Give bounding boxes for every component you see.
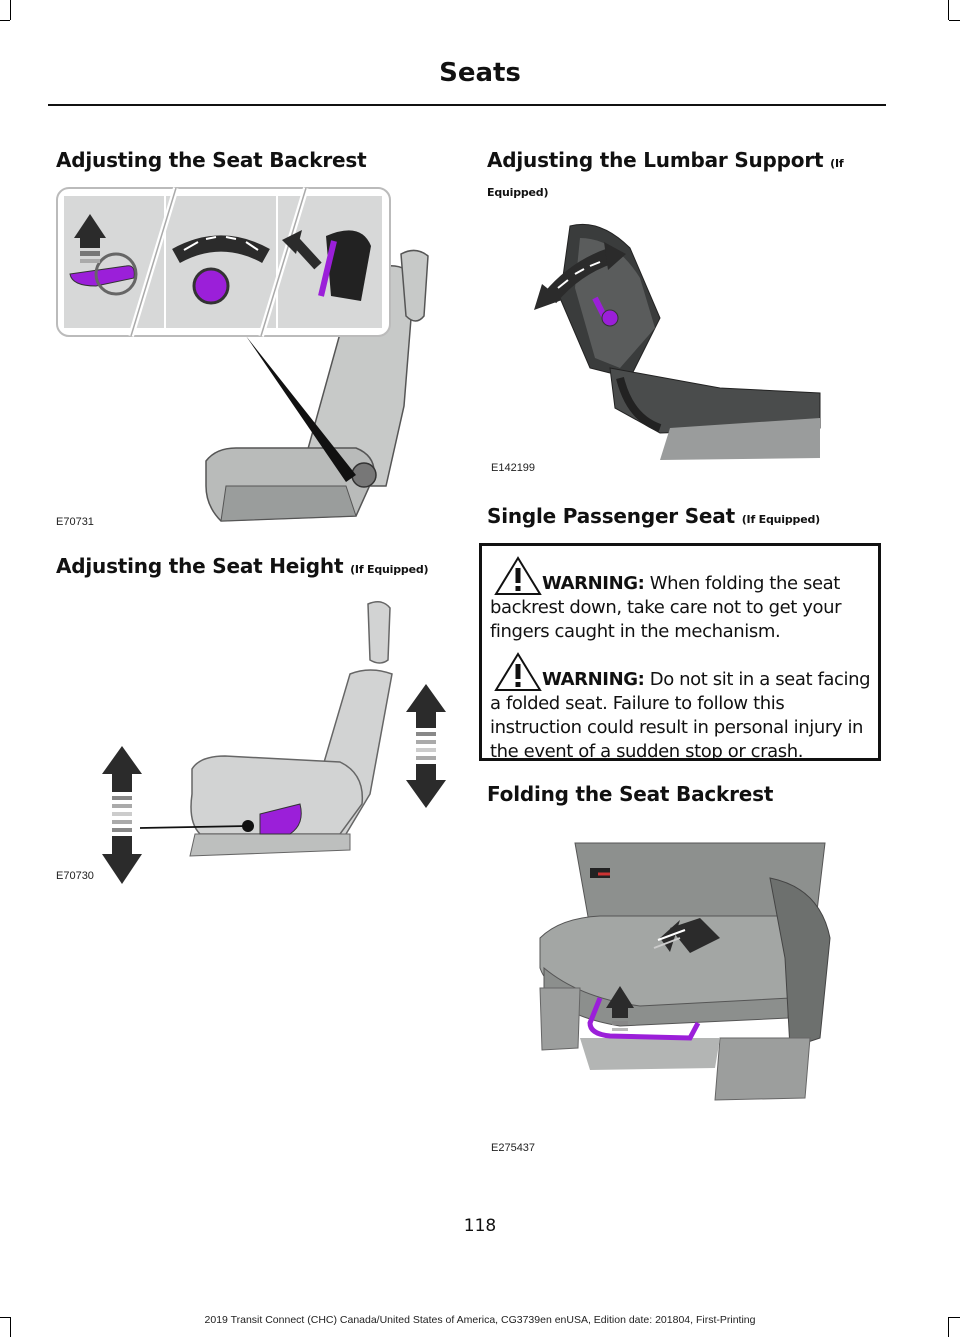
figure-id-backrest: E70731 bbox=[56, 516, 94, 528]
crop-mark-top-right bbox=[948, 0, 949, 20]
figure-id-lumbar: E142199 bbox=[491, 462, 536, 474]
lumbar-arrow-icon bbox=[534, 242, 626, 310]
warning-triangle-icon bbox=[494, 556, 542, 595]
folding-figure bbox=[520, 838, 840, 1138]
lift-arrow-icon bbox=[606, 986, 634, 1031]
lumbar-figure bbox=[520, 218, 840, 468]
seat-illustration bbox=[559, 223, 821, 460]
recline-arrow-icon bbox=[282, 230, 322, 270]
crop-mark-bottom-left bbox=[10, 1317, 11, 1337]
header-rule bbox=[48, 104, 886, 106]
height-heading: Adjusting the Seat Height (If Equipped) bbox=[56, 554, 429, 578]
crop-mark-bottom-right bbox=[948, 1317, 949, 1337]
crop-mark-bottom-right-h bbox=[949, 1317, 960, 1318]
up-arrow-icon bbox=[74, 214, 106, 263]
folding-heading: Folding the Seat Backrest bbox=[487, 782, 774, 806]
seat-illustration bbox=[139, 601, 393, 857]
page-title: Seats bbox=[439, 58, 521, 88]
lumbar-heading: Adjusting the Lumbar Support (If Equippe… bbox=[487, 148, 844, 199]
crop-mark-bottom-left-h bbox=[0, 1317, 10, 1318]
figure-id-height: E70730 bbox=[56, 870, 94, 882]
crop-mark-top-right-h bbox=[949, 20, 960, 21]
backrest-figure bbox=[56, 186, 448, 526]
crop-mark-top-left bbox=[10, 0, 11, 20]
page-number: 118 bbox=[463, 1216, 497, 1236]
footer: 2019 Transit Connect (CHC) Canada/United… bbox=[204, 1314, 756, 1326]
push-back-arrow-icon bbox=[653, 918, 720, 953]
height-figure bbox=[100, 594, 450, 890]
up-down-arrow-icon-right bbox=[406, 684, 446, 808]
warning-triangle-icon bbox=[494, 652, 542, 691]
warning-box: WARNING: When folding the seat backrest … bbox=[479, 543, 881, 764]
figure-id-folding: E275437 bbox=[491, 1142, 536, 1154]
warning-1: WARNING: When folding the seat backrest … bbox=[490, 556, 878, 644]
warning-2: WARNING: Do not sit in a seat facing a f… bbox=[490, 652, 878, 764]
up-down-arrow-icon-left bbox=[102, 746, 142, 884]
backrest-heading: Adjusting the Seat Backrest bbox=[56, 148, 367, 172]
seat-illustration bbox=[539, 842, 831, 1101]
crop-mark-top-left-h bbox=[0, 20, 10, 21]
single-seat-heading: Single Passenger Seat (If Equipped) bbox=[487, 504, 820, 528]
